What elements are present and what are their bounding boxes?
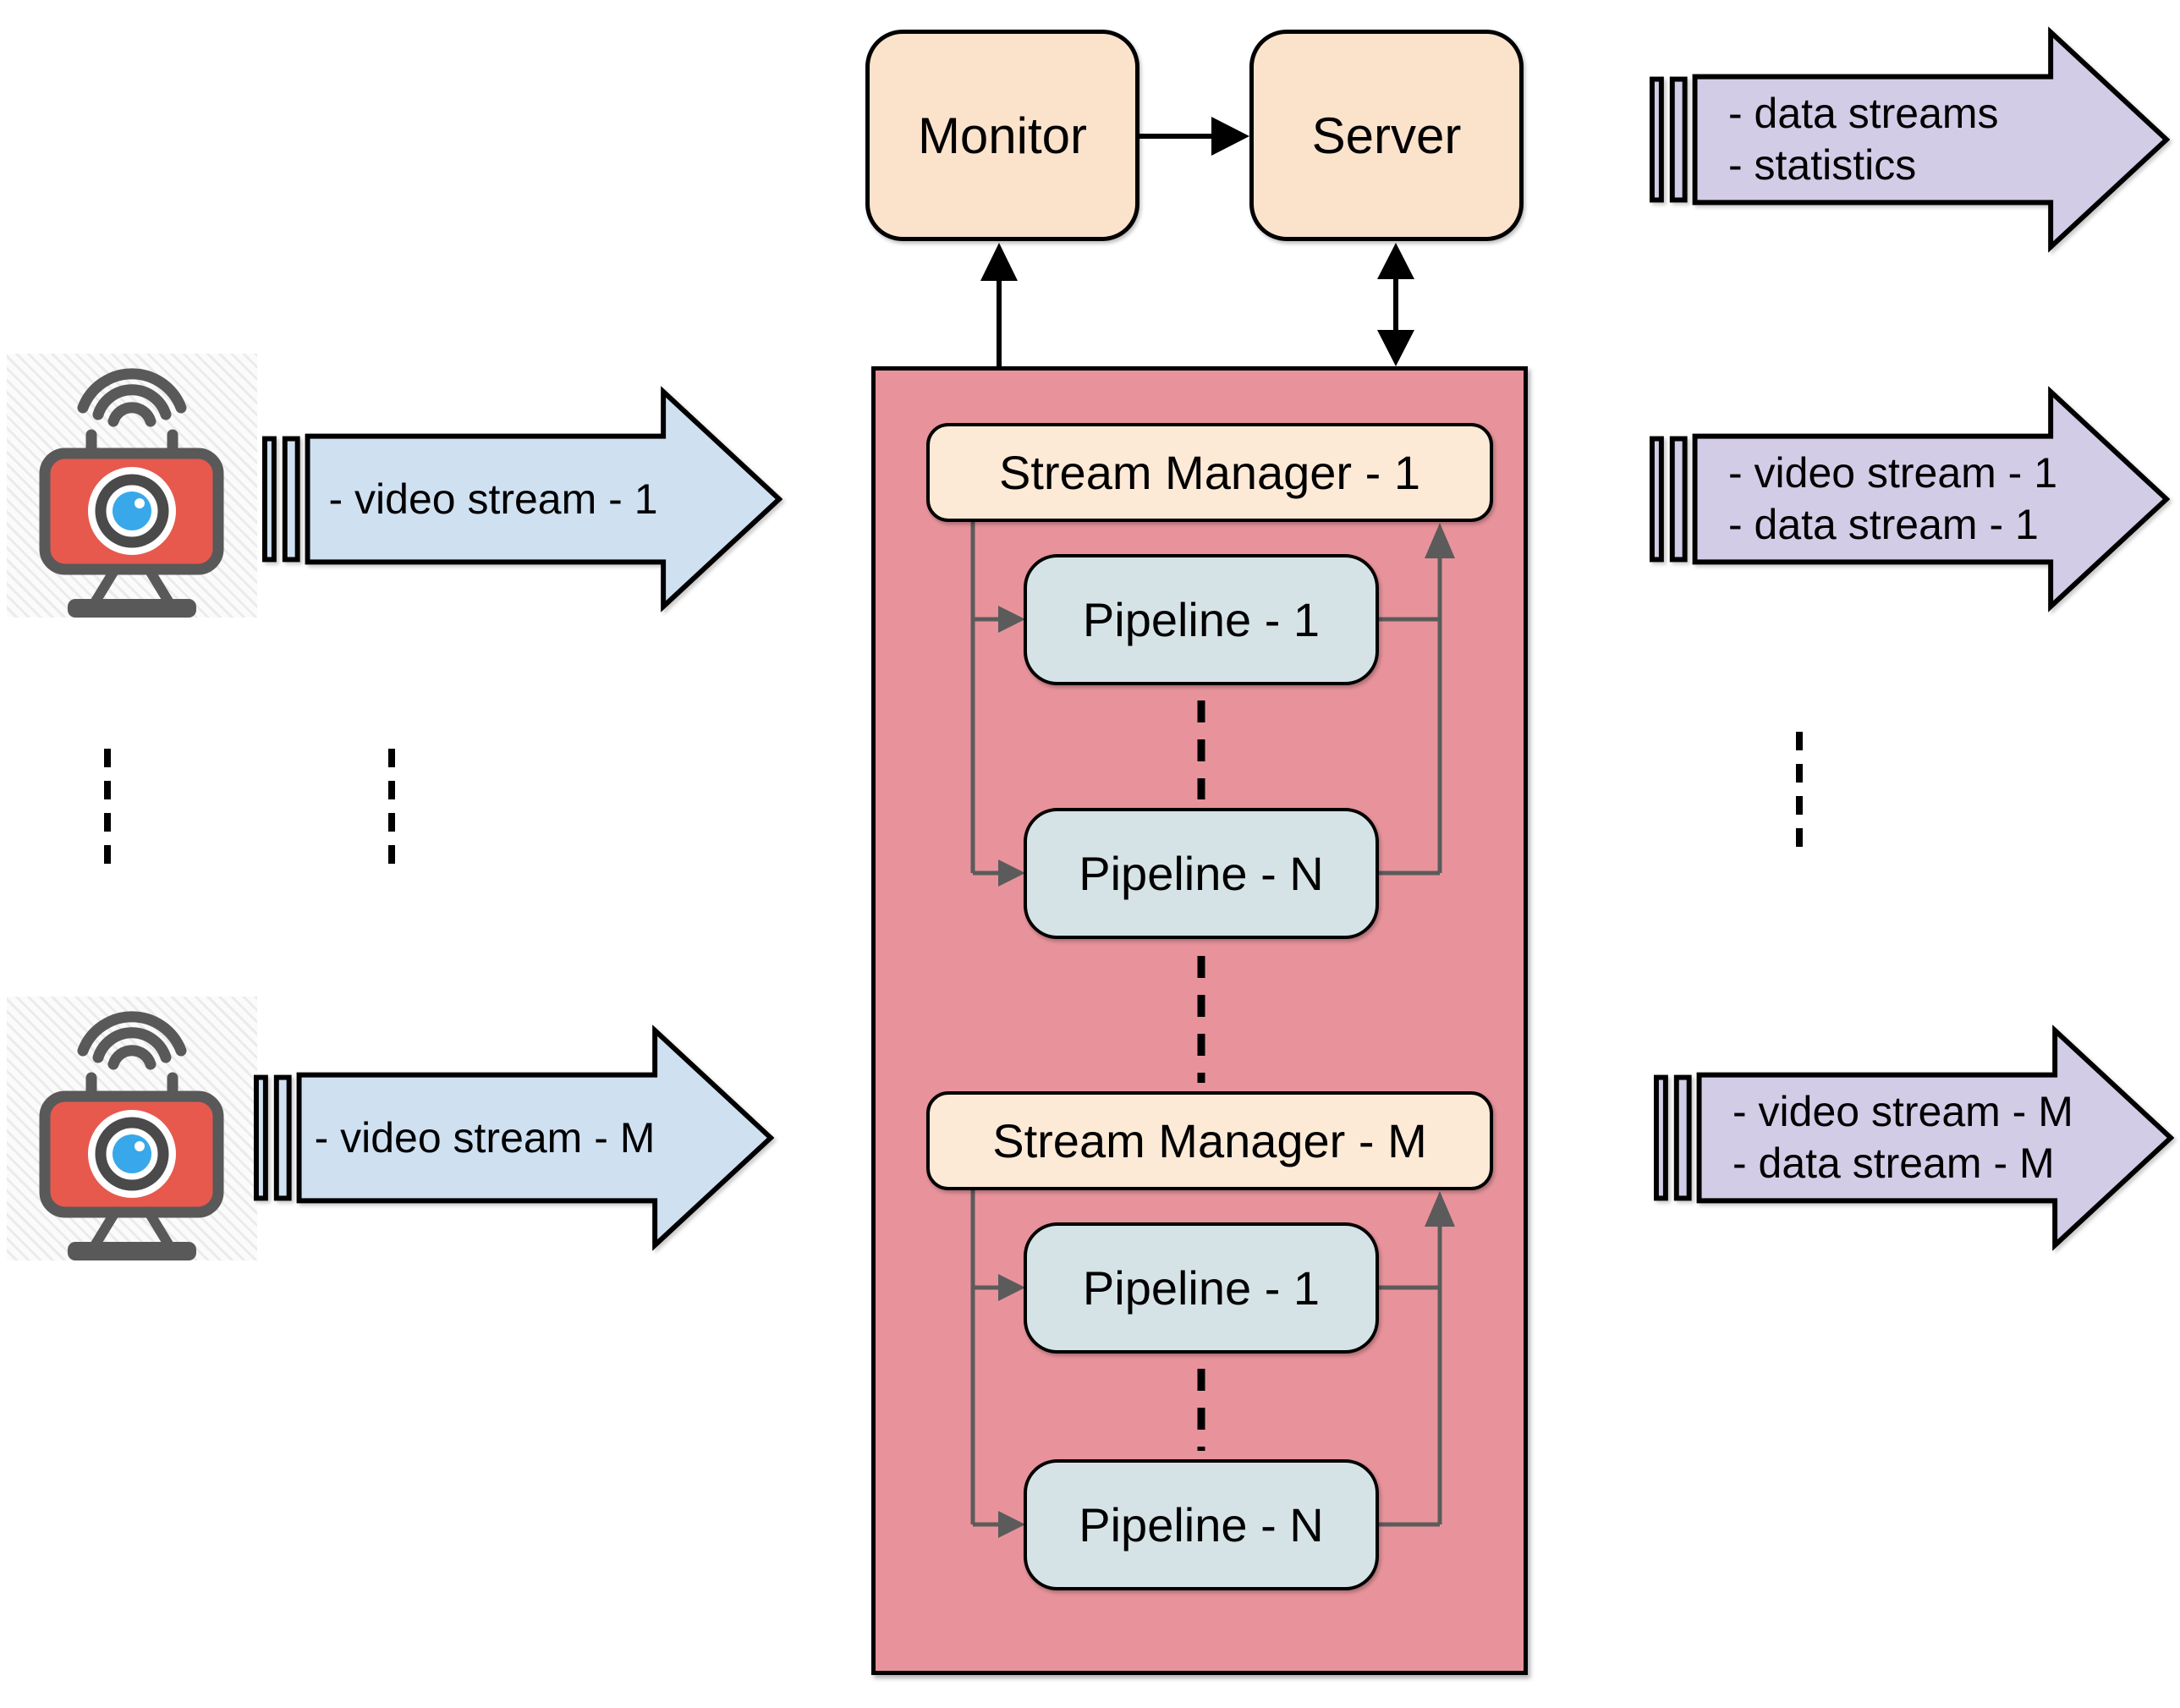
arrow-label-line: - video stream - 1: [1728, 449, 2058, 497]
output-arrow-data-streams: - data streams - statistics: [1650, 13, 2170, 266]
arrow-stripe: [282, 436, 300, 563]
arrow-label-line: - data streams: [1728, 90, 1999, 137]
arrow-stripe: [1673, 1074, 1692, 1201]
smM-pipeline-N-node: Pipeline - N: [1024, 1459, 1379, 1590]
pipeline-label: Pipeline - 1: [1082, 593, 1321, 646]
sm1-pipeline-1-node: Pipeline - 1: [1024, 554, 1379, 685]
output-arrow-stream-M: - video stream - M - data stream - M: [1654, 1011, 2174, 1265]
arrow-stripe: [1650, 436, 1664, 563]
arrow-stripe: [1669, 436, 1688, 563]
server-node: Server: [1249, 30, 1524, 241]
container-to-monitor-arrow: [980, 243, 1018, 366]
arrow-label-line: - data stream - M: [1732, 1140, 2055, 1187]
arrow-label-line: - statistics: [1728, 141, 1917, 189]
monitor-to-server-arrow: [1139, 117, 1249, 156]
arrow-label: - video stream - 1: [328, 475, 658, 523]
arrow-stripe: [262, 436, 277, 563]
input-arrow-video-stream-1: - video stream - 1: [262, 372, 782, 626]
input-arrow-video-stream-M: - video stream - M: [254, 1011, 774, 1265]
arrow-label: - video stream - M: [314, 1114, 656, 1162]
pipeline-label: Pipeline - N: [1079, 847, 1324, 900]
server-label: Server: [1311, 107, 1462, 164]
smM-pipeline-1-node: Pipeline - 1: [1024, 1222, 1379, 1354]
server-container-double-arrow: [1377, 243, 1414, 366]
stream-manager-1-node: Stream Manager - 1: [926, 423, 1493, 522]
arrow-stripe: [1654, 1074, 1668, 1201]
arrow-stripe: [254, 1074, 268, 1201]
webcam-icon: [7, 997, 257, 1260]
arrow-stripe: [1669, 76, 1688, 203]
pipeline-label: Pipeline - 1: [1082, 1261, 1321, 1315]
arrow-label: - data streams - statistics: [1694, 13, 2067, 266]
webcam-icon: [7, 354, 257, 618]
arrow-label-line: - data stream - 1: [1728, 501, 2039, 548]
arrow-label: - video stream - M - data stream - M: [1699, 1011, 2073, 1265]
stream-manager-label: Stream Manager - 1: [999, 446, 1420, 499]
arrow-label-line: - video stream - M: [1732, 1088, 2073, 1135]
output-arrow-stream-1: - video stream - 1 - data stream - 1: [1650, 372, 2170, 626]
arrow-stripe: [273, 1074, 292, 1201]
arrow-stripe: [1650, 76, 1664, 203]
arrow-label: - video stream - 1 - data stream - 1: [1694, 372, 2067, 626]
monitor-label: Monitor: [917, 107, 1088, 164]
stream-manager-label: Stream Manager - M: [992, 1114, 1427, 1167]
sm1-pipeline-N-node: Pipeline - N: [1024, 808, 1379, 939]
pipeline-label: Pipeline - N: [1079, 1498, 1324, 1551]
stream-manager-M-node: Stream Manager - M: [926, 1091, 1493, 1190]
monitor-node: Monitor: [865, 30, 1139, 241]
